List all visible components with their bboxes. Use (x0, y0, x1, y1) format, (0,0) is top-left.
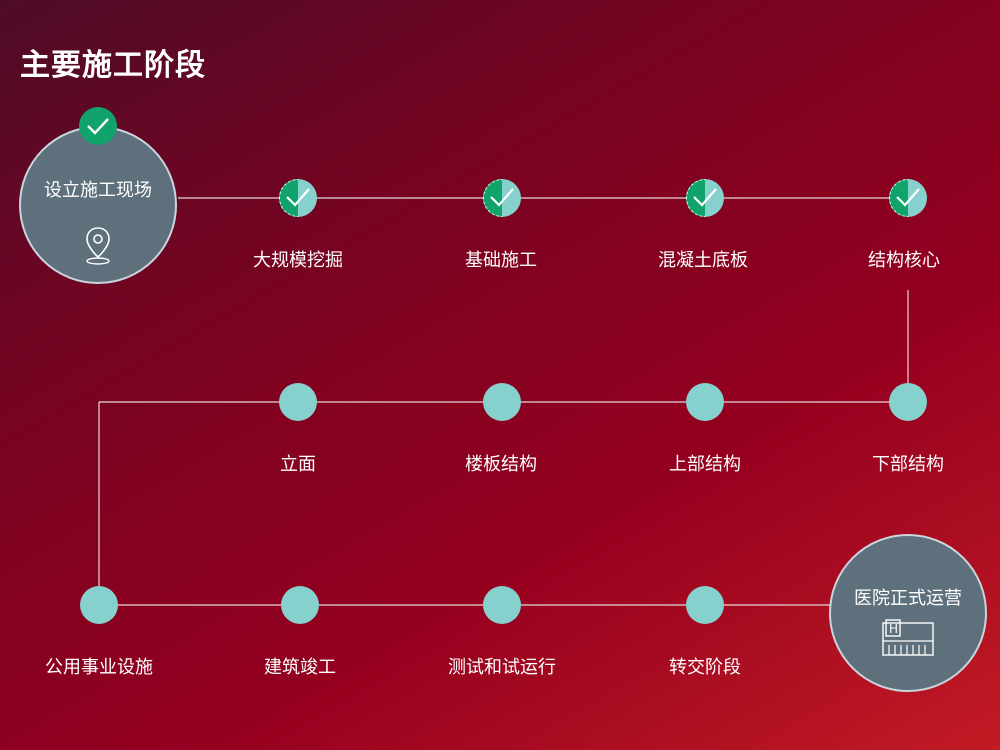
svg-text:H: H (889, 622, 898, 636)
start-milestone-circle (19, 126, 177, 284)
end-milestone-circle: H (829, 534, 987, 692)
step-label: 混凝土底板 (658, 250, 748, 271)
start-completed-badge (79, 107, 117, 145)
location-pin-icon (86, 227, 110, 265)
step-node (686, 586, 724, 624)
step-node (686, 383, 724, 421)
step-node-completed (686, 179, 724, 217)
end-milestone-label: 医院正式运营 (854, 588, 962, 609)
page-title: 主要施工阶段 (20, 48, 206, 83)
check-icon (87, 118, 109, 135)
step-node (80, 586, 118, 624)
step-node (281, 586, 319, 624)
check-icon (490, 188, 514, 207)
step-label: 建筑竣工 (264, 657, 336, 678)
step-node (483, 586, 521, 624)
step-label: 楼板结构 (465, 454, 537, 475)
step-label: 大规模挖掘 (253, 250, 343, 271)
start-milestone-label: 设立施工现场 (44, 180, 152, 201)
step-node (483, 383, 521, 421)
step-node-completed (483, 179, 521, 217)
check-icon (286, 188, 310, 207)
check-icon (896, 188, 920, 207)
step-label: 转交阶段 (669, 657, 741, 678)
hospital-building-icon: H (882, 619, 934, 656)
step-label: 上部结构 (669, 454, 741, 475)
step-node (889, 383, 927, 421)
step-label: 结构核心 (868, 250, 940, 271)
step-label: 公用事业设施 (45, 657, 153, 678)
step-node-completed (279, 179, 317, 217)
step-label: 测试和试运行 (448, 657, 556, 678)
step-node (279, 383, 317, 421)
step-label: 下部结构 (872, 454, 944, 475)
step-node-completed (889, 179, 927, 217)
step-label: 基础施工 (465, 250, 537, 271)
check-icon (693, 188, 717, 207)
step-label: 立面 (280, 454, 316, 475)
